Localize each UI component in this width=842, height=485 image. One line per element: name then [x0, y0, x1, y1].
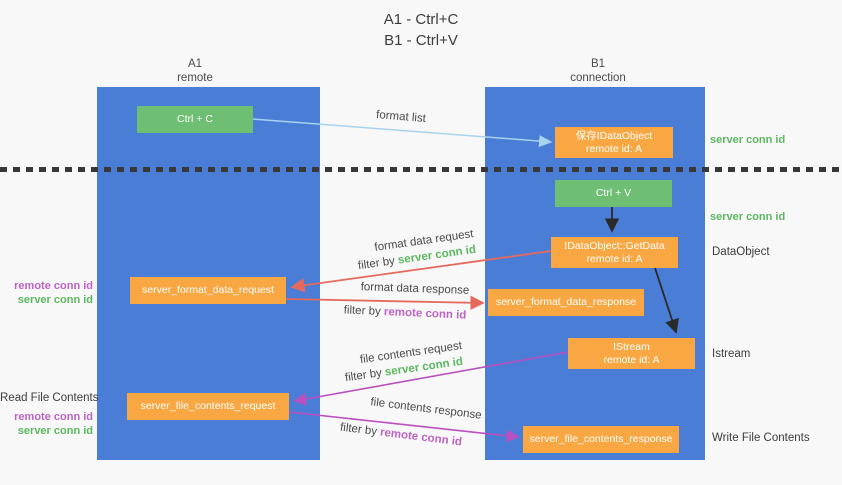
node-save-dataobject-line2: remote id: A [585, 142, 643, 155]
node-server-format-data-response-label: server_format_data_response [495, 296, 637, 308]
node-ctrl-c-label: Ctrl + C [177, 113, 213, 125]
column-b-name: connection [570, 72, 626, 84]
left-label-read-file-contents: Read File Contents [0, 392, 99, 404]
column-a-name: remote [177, 72, 213, 84]
filter-by-text-3: filter by [344, 367, 383, 385]
node-server-format-data-request-label: server_format_data_request [142, 284, 274, 296]
filter-by-text-1: filter by [357, 255, 396, 273]
right-label-write-file-contents: Write File Contents [712, 432, 810, 444]
node-server-format-data-request: server_format_data_request [130, 277, 286, 304]
node-server-file-contents-request-label: server_file_contents_request [140, 400, 276, 412]
right-label-server-conn-id-2: server conn id [710, 211, 786, 223]
left-label-server-conn-id-1: server conn id [17, 294, 93, 306]
right-label-dataobject: DataObject [712, 246, 770, 258]
node-ctrl-c: Ctrl + C [137, 106, 253, 133]
left-label-block-format: remote conn id server conn id [0, 279, 93, 307]
title-line-2: B1 - Ctrl+V [384, 32, 458, 49]
filter-by-text-4: filter by [339, 421, 378, 438]
copy-paste-divider [0, 167, 842, 172]
node-save-dataobject-line1: 保存IDataObject [575, 129, 653, 142]
node-ctrl-v-label: Ctrl + V [595, 187, 632, 199]
node-istream: IStream remote id: A [568, 338, 695, 369]
node-server-file-contents-response: server_file_contents_response [523, 426, 679, 453]
node-istream-line1: IStream [613, 340, 650, 353]
node-server-file-contents-request: server_file_contents_request [127, 393, 289, 420]
left-label-block-file: remote conn id server conn id [0, 410, 93, 438]
node-getdata: IDataObject::GetData remote id: A [551, 237, 678, 268]
arrow-label-file-contents-response: file contents response [369, 396, 483, 422]
diagram-title: A1 - Ctrl+C B1 - Ctrl+V [0, 9, 842, 51]
node-getdata-line1: IDataObject::GetData [564, 239, 665, 252]
filter-remote-conn-id-2: remote conn id [379, 426, 463, 449]
column-b-header: B1 connection [540, 57, 656, 85]
arrow-label-format-list: format list [375, 109, 427, 125]
column-a-header: A1 remote [137, 57, 253, 85]
filter-by-text-2: filter by [343, 304, 382, 318]
filter-remote-conn-id-1: remote conn id [383, 306, 467, 322]
title-line-1: A1 - Ctrl+C [383, 11, 459, 28]
left-label-server-conn-id-2: server conn id [17, 425, 93, 437]
arrow-label-filter-format-response: filter by remote conn id [343, 304, 466, 321]
right-label-server-conn-id-1: server conn id [710, 134, 786, 146]
node-server-format-data-response: server_format_data_response [488, 289, 644, 316]
left-label-remote-conn-id-2: remote conn id [14, 411, 93, 423]
node-save-dataobject: 保存IDataObject remote id: A [555, 127, 673, 158]
left-label-remote-conn-id-1: remote conn id [14, 280, 93, 292]
column-b-id: B1 [590, 58, 606, 70]
arrow-label-format-data-response: format data response [360, 281, 470, 297]
node-server-file-contents-response-label: server_file_contents_response [529, 433, 673, 445]
right-label-istream: Istream [712, 348, 751, 360]
node-ctrl-v: Ctrl + V [555, 180, 672, 207]
node-getdata-line2: remote id: A [586, 252, 643, 265]
node-istream-line2: remote id: A [603, 353, 660, 366]
column-a-id: A1 [187, 58, 203, 70]
arrow-label-filter-file-response: filter by remote conn id [339, 422, 462, 449]
